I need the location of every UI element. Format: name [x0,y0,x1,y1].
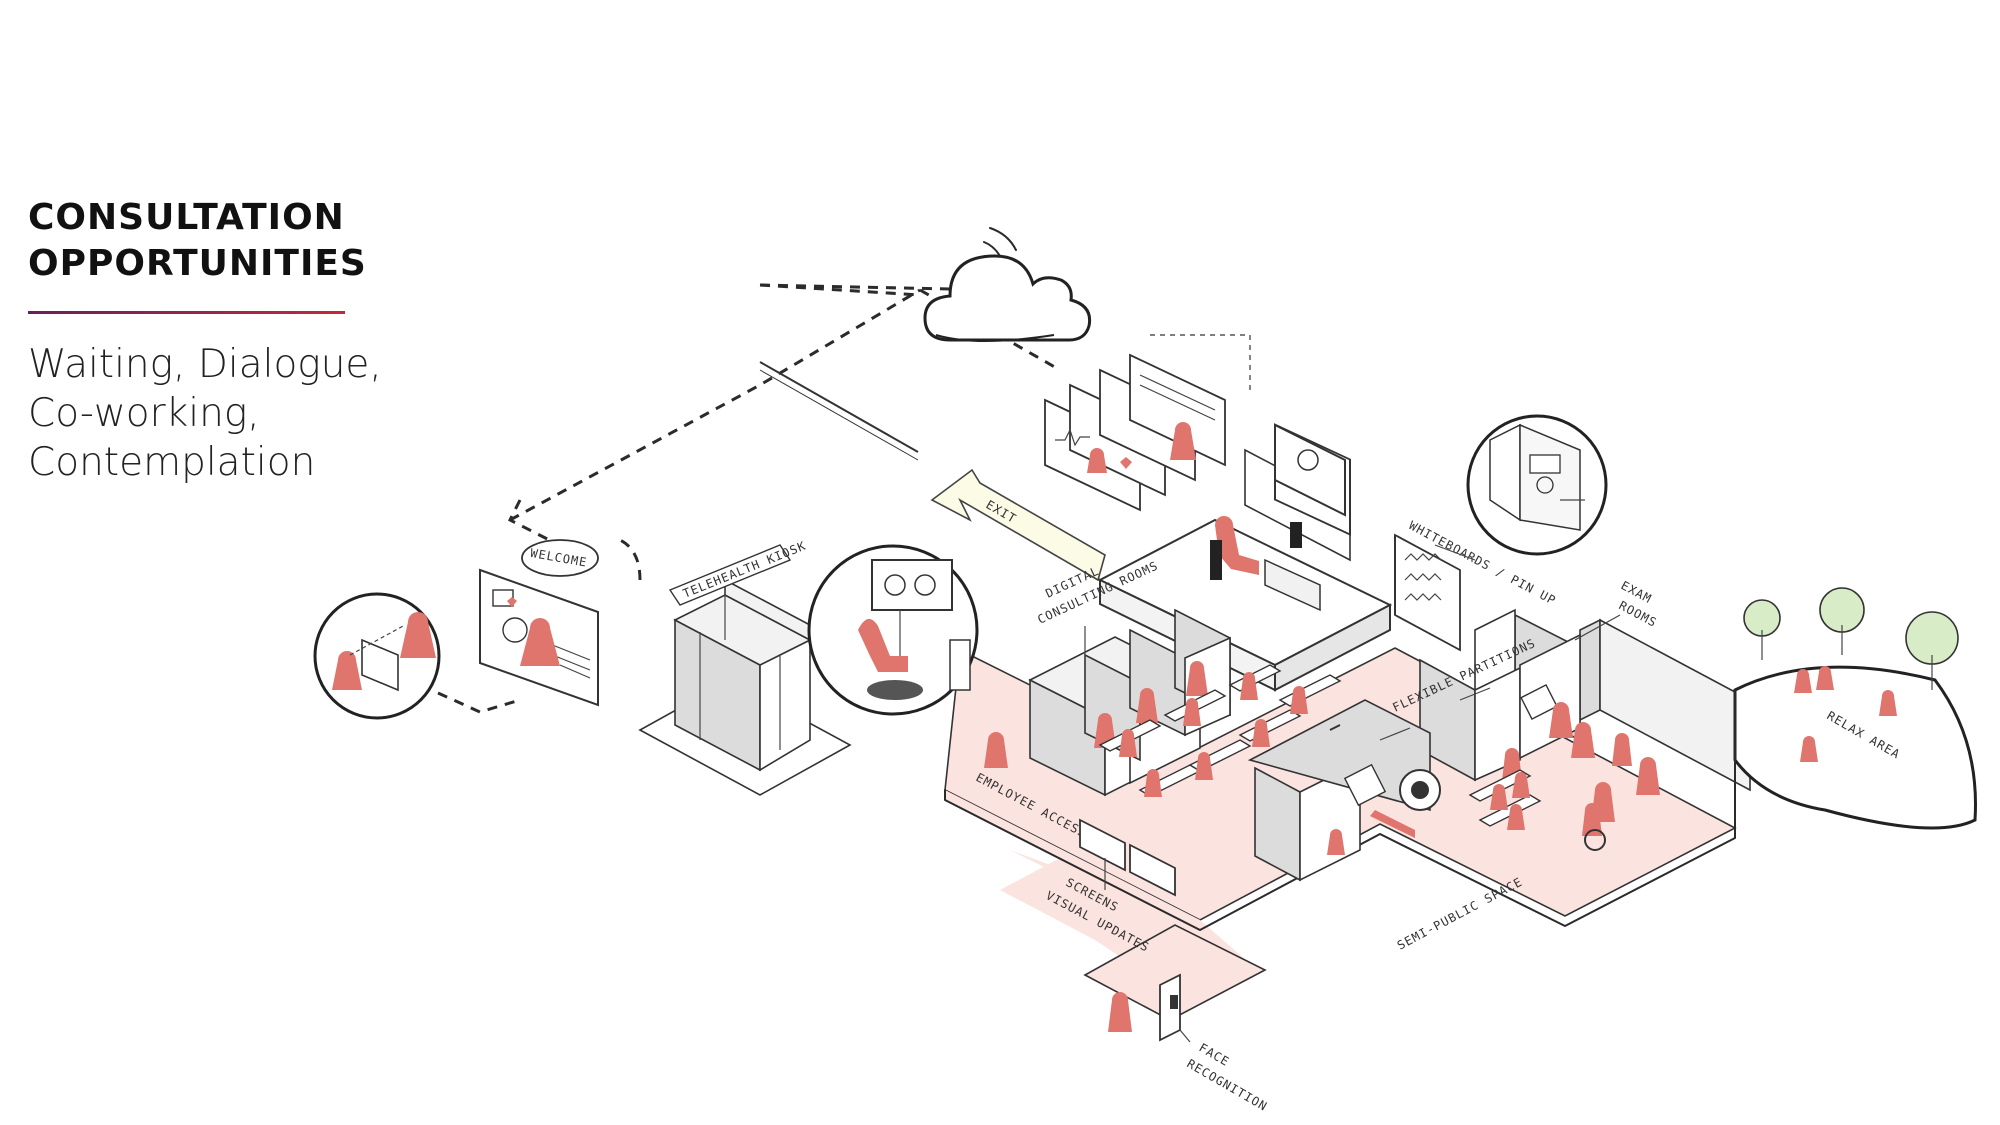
person-icon [858,618,908,672]
title-block: CONSULTATION OPPORTUNITIES Waiting, Dial… [28,195,448,487]
exit-arrow-icon: EXIT [930,468,1106,582]
cloud-icon [923,254,1092,342]
kiosk-detail-bubble [807,544,979,716]
welcome-screen: WELCOME [479,539,599,707]
semi-public-label: SEMI-PUBLIC SPACE [1395,875,1525,953]
wheelchair-icon [1582,803,1606,851]
wifi-icon [983,227,1017,257]
page-subtitle: Waiting, Dialogue, Co-working, Contempla… [28,342,382,485]
dialogue-bubble [313,592,441,720]
floor-screens [1079,818,1176,897]
exam-rooms: EXAM ROOMS [1247,578,1751,882]
area-walls [1329,689,1736,829]
room-detail-bubble [1466,414,1608,556]
tree-icon [1819,587,1865,655]
relax-area: RELAX AREA [1733,587,1977,830]
page-title: CONSULTATION OPPORTUNITIES [28,197,367,284]
tree-icon [1743,599,1781,660]
exam-rooms-label-2: ROOMS [1617,598,1660,630]
doctor-platform [1097,423,1393,692]
screens-stack [1044,353,1226,512]
entrance [1108,973,1191,1043]
heart-icon [507,597,517,607]
waiting-benches [984,664,1342,797]
tree-icon [1905,611,1959,690]
title-divider [28,311,345,314]
